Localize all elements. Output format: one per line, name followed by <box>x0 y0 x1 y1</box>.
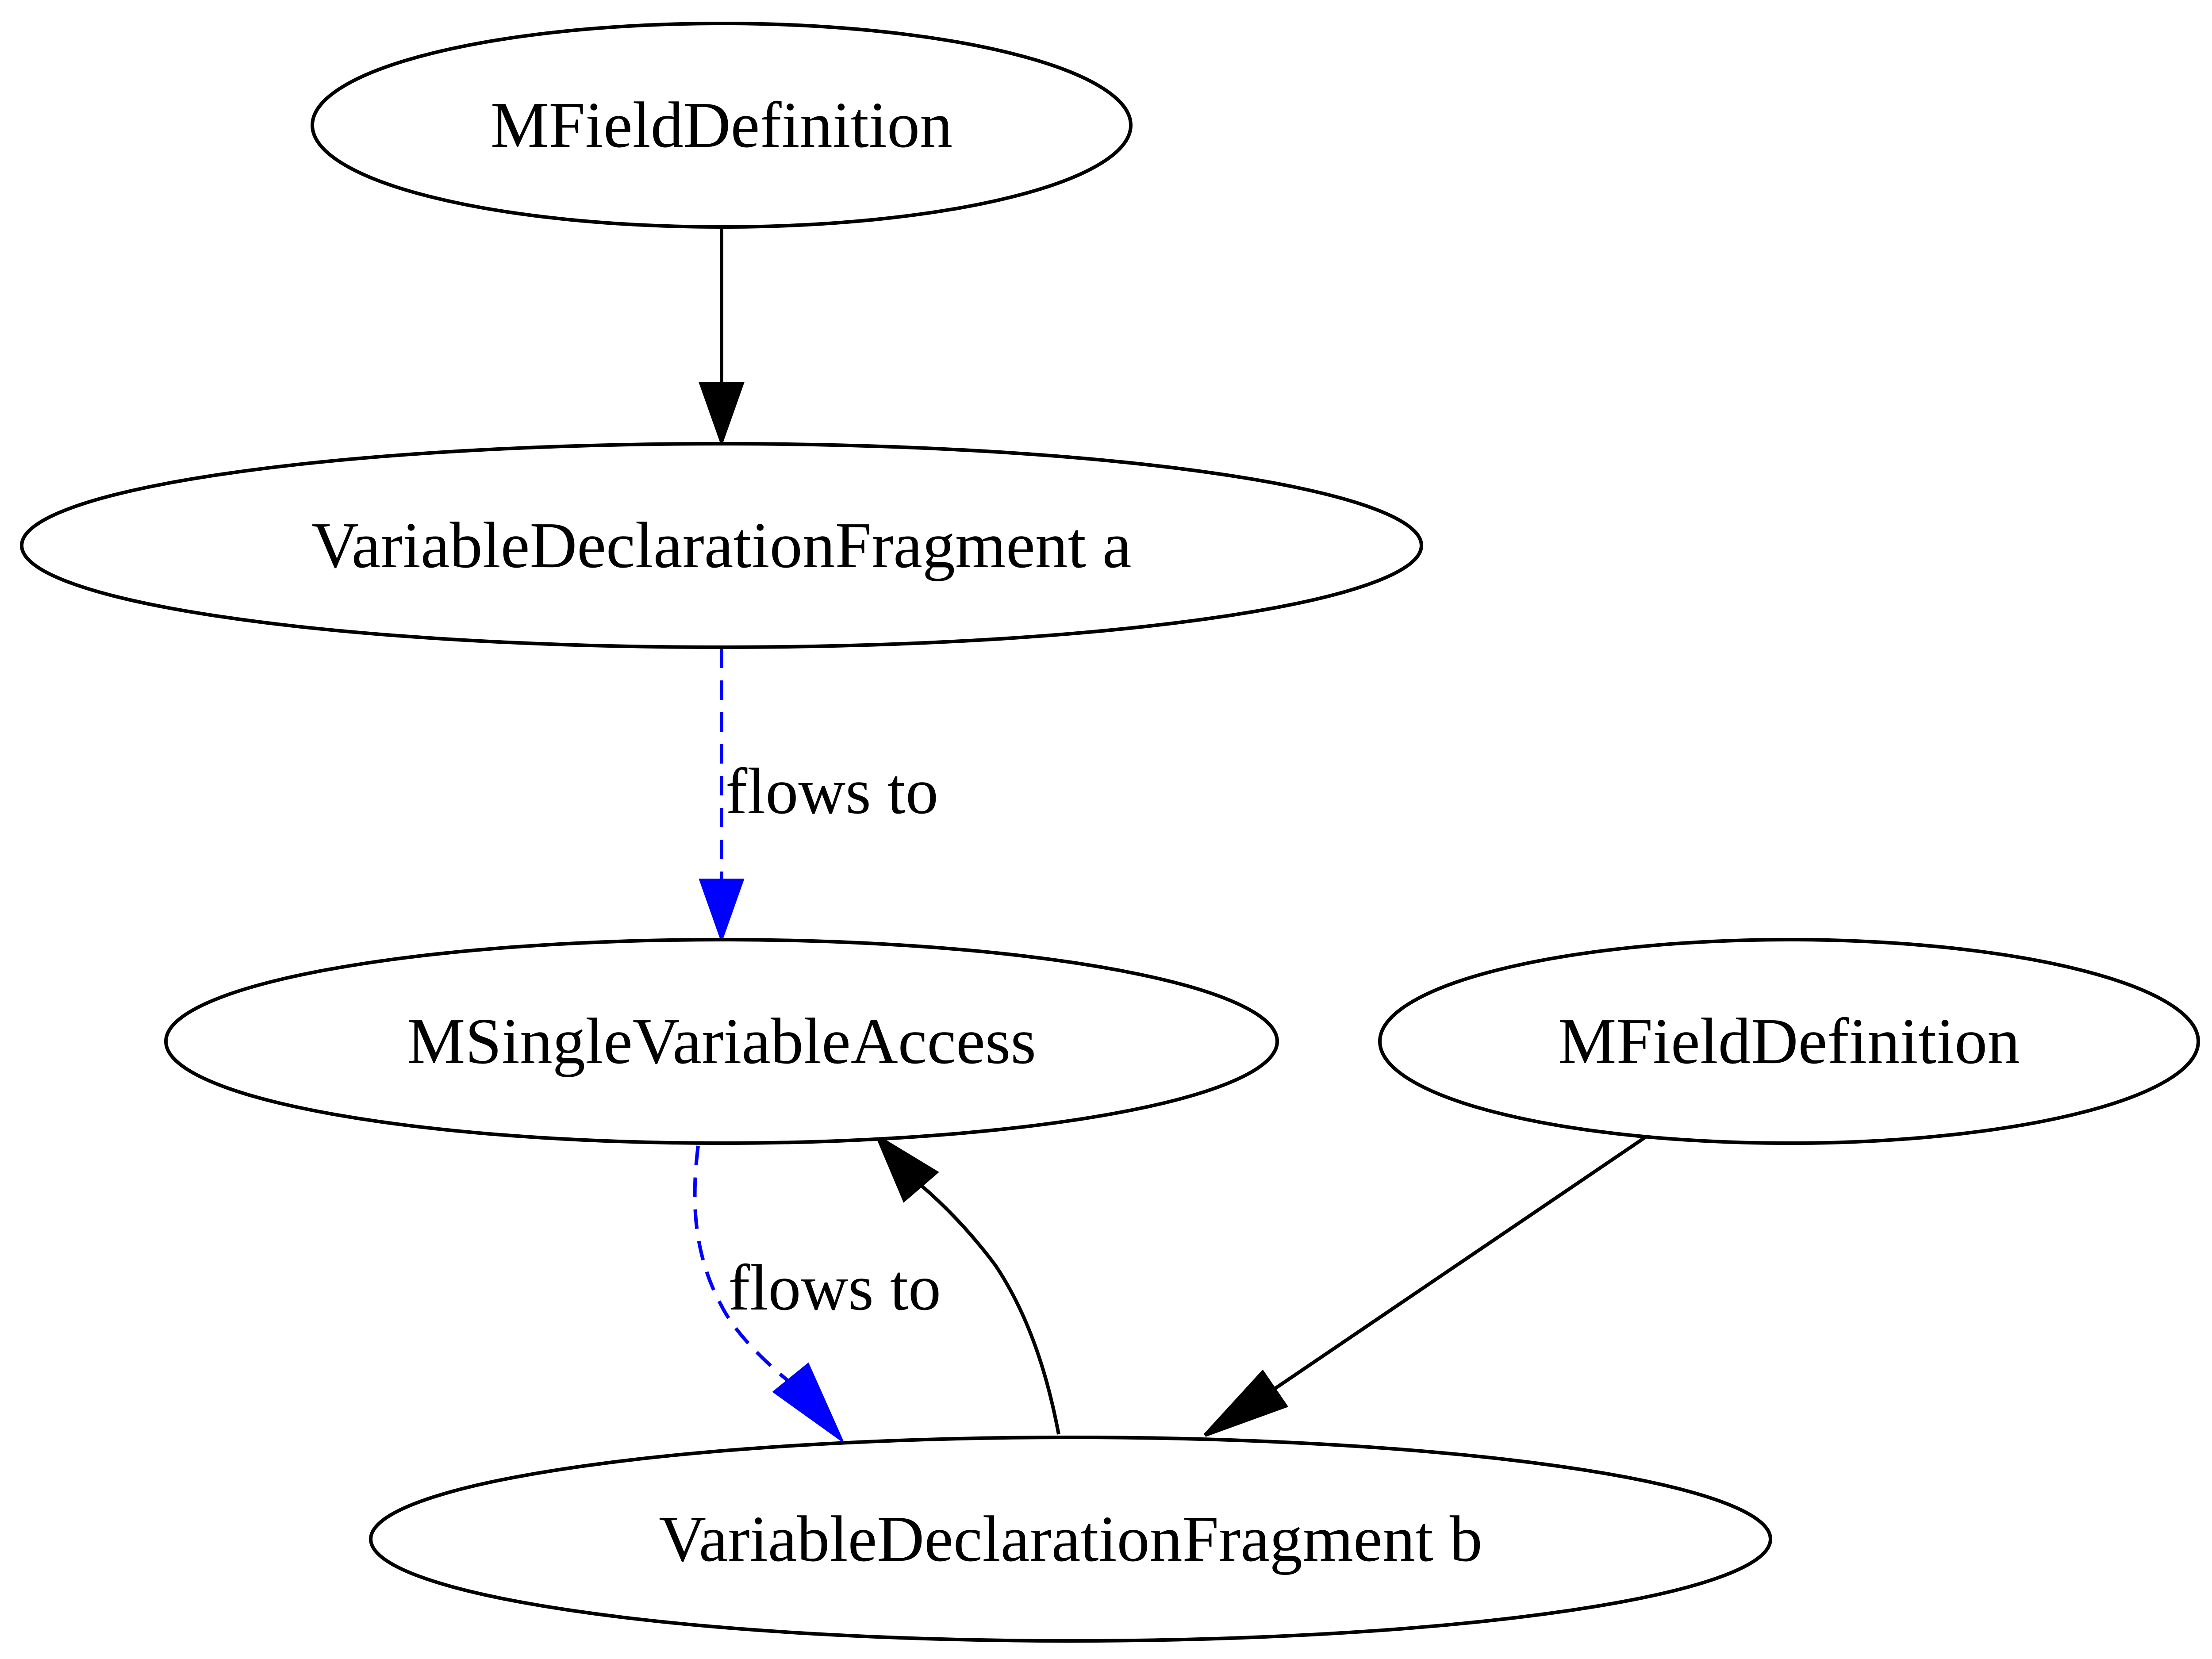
node-ellipse <box>1378 938 2200 1145</box>
node-ellipse <box>369 1436 1772 1643</box>
edge-vdf-a-to-msva: flows to <box>699 649 938 943</box>
edge-label: flows to <box>726 755 938 828</box>
arrowhead <box>1204 1369 1289 1437</box>
node-label: VariableDeclarationFragment b <box>659 1503 1482 1575</box>
node-mfield-definition-right[interactable]: MFieldDefinition <box>1378 938 2200 1145</box>
edge-line <box>693 1145 789 1382</box>
node-ellipse <box>311 22 1133 229</box>
node-variable-declaration-fragment-a[interactable]: VariableDeclarationFragment a <box>20 442 1423 649</box>
node-mfield-definition-top[interactable]: MFieldDefinition <box>311 22 1133 229</box>
edge-mfield-right-to-vdf-b <box>1204 1135 1647 1437</box>
node-ellipse <box>164 938 1279 1145</box>
node-ellipse <box>20 442 1423 649</box>
node-variable-declaration-fragment-b[interactable]: VariableDeclarationFragment b <box>369 1436 1772 1643</box>
node-label: MFieldDefinition <box>1558 1005 2020 1078</box>
edge-msva-to-vdf-b: flows to <box>693 1145 941 1444</box>
node-label: VariableDeclarationFragment a <box>311 509 1131 582</box>
arrowhead <box>772 1362 845 1444</box>
edge-mfield-top-to-vdf-a <box>699 229 745 447</box>
edge-line <box>1273 1135 1647 1391</box>
edge-label: flows to <box>728 1252 941 1324</box>
arrowhead <box>874 1133 939 1203</box>
arrowhead <box>699 879 745 943</box>
edge-vdf-b-to-msva <box>874 1133 1060 1435</box>
arrowhead <box>699 382 745 447</box>
edge-line <box>918 1182 1060 1435</box>
node-label: MFieldDefinition <box>491 89 952 161</box>
node-label: MSingleVariableAccess <box>407 1005 1036 1078</box>
node-msingle-variable-access[interactable]: MSingleVariableAccess <box>164 938 1279 1145</box>
